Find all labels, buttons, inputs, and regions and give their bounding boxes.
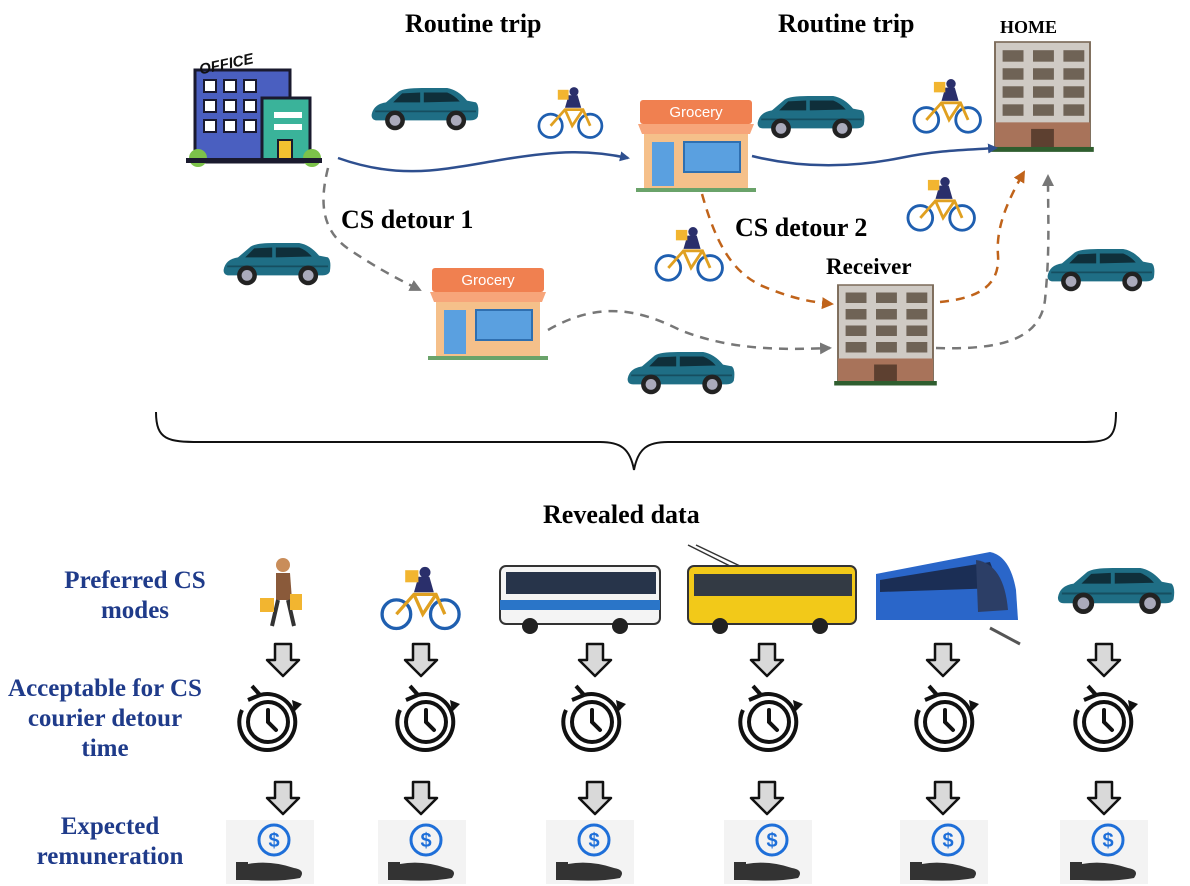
clock-icon — [914, 684, 981, 753]
car-icon — [370, 87, 480, 132]
mode-columns — [224, 642, 1150, 886]
routine-trip-label-1: Routine trip — [405, 9, 542, 38]
down-arrow-icon — [925, 642, 961, 678]
cs-detour-2-path-a — [700, 193, 834, 310]
courier-bicycle-icon — [912, 77, 982, 134]
home-building-icon — [990, 41, 1095, 153]
routine-path-1 — [337, 151, 630, 173]
grocery-sign-1: Grocery — [669, 104, 723, 121]
down-arrow-icon — [577, 780, 613, 816]
down-arrow-icon — [749, 780, 785, 816]
car-icon — [756, 95, 866, 140]
office-building-icon — [186, 68, 322, 167]
money-hand-icon — [898, 818, 990, 886]
row-label-expected-remuneration: Expected remuneration — [36, 813, 184, 870]
courier-bicycle-icon — [654, 225, 724, 282]
money-hand-icon — [224, 818, 316, 886]
clock-icon — [237, 684, 304, 753]
down-arrow-icon — [403, 642, 439, 678]
revealed-data-label: Revealed data — [543, 500, 700, 529]
cs-detour-1-path-c — [935, 174, 1055, 350]
car-icon — [1056, 567, 1176, 616]
down-arrow-icon — [403, 780, 439, 816]
cs-detour-1-label: CS detour 1 — [341, 205, 474, 234]
money-hand-icon — [376, 818, 468, 886]
home-label: HOME — [1000, 17, 1057, 37]
car-icon — [1046, 248, 1156, 293]
down-arrow-icon — [577, 642, 613, 678]
clock-icon — [1073, 684, 1140, 753]
money-hand-icon — [722, 818, 814, 886]
courier-bicycle-icon — [380, 565, 461, 631]
clock-icon — [738, 684, 805, 753]
walking-person-icon — [260, 558, 302, 627]
routine-path-2 — [751, 143, 998, 167]
money-hand-icon — [1058, 818, 1150, 886]
down-arrow-icon — [265, 642, 301, 678]
clock-icon — [561, 684, 628, 753]
courier-bicycle-icon — [906, 175, 976, 232]
courier-bicycle-icon — [537, 85, 604, 139]
down-arrow-icon — [925, 780, 961, 816]
car-icon — [222, 242, 332, 287]
cs-detour-1-path-b — [547, 309, 832, 355]
down-arrow-icon — [749, 642, 785, 678]
down-arrow-icon — [1086, 642, 1122, 678]
curly-brace — [155, 411, 1117, 471]
down-arrow-icon — [1086, 780, 1122, 816]
car-icon — [626, 351, 736, 396]
down-arrow-icon — [265, 780, 301, 816]
money-hand-icon — [544, 818, 636, 886]
row-label-preferred-modes: Preferred CS modes — [64, 567, 206, 624]
clock-icon — [395, 684, 462, 753]
cs-detour-2-path-b — [939, 170, 1026, 304]
grocery-sign-2: Grocery — [461, 272, 515, 289]
row-label-acceptable-detour: Acceptable for CS courier detour time — [8, 675, 202, 762]
receiver-building-icon — [833, 284, 938, 387]
trolleybus-icon — [687, 544, 857, 634]
routine-trip-label-2: Routine trip — [778, 9, 915, 38]
cs-detour-1-path-a — [322, 167, 422, 292]
cs-detour-2-label: CS detour 2 — [735, 213, 868, 242]
bus-icon — [499, 565, 661, 634]
train-icon — [876, 552, 1021, 646]
receiver-label: Receiver — [826, 254, 912, 279]
